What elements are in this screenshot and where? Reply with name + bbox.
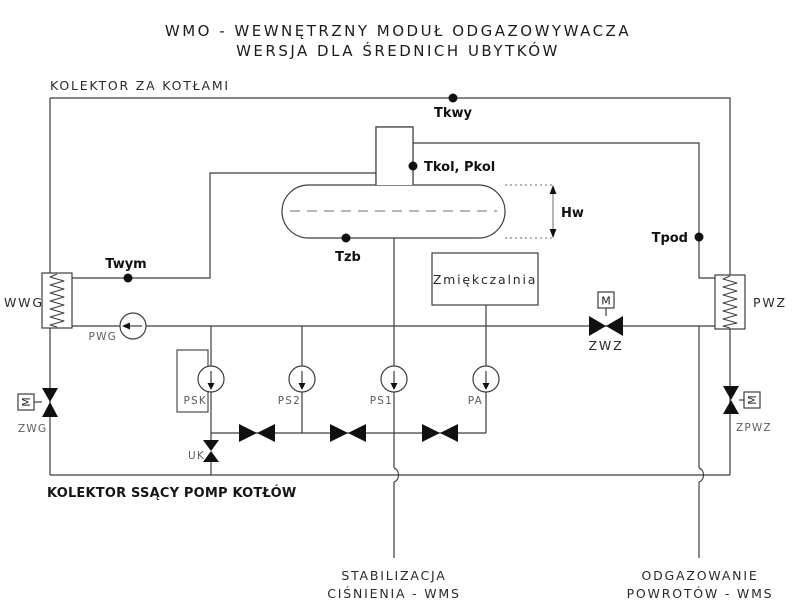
riser-outline [375,126,414,185]
zpwz-label: ZPWZ [736,422,772,434]
tkwy-label: Tkwy [434,106,473,121]
softener-unit: Zmiękczalnia [431,252,539,306]
zwg-valve-icon-lower [42,402,58,417]
psk-flow-arrow-icon [207,383,215,390]
row-valve-2-icon [330,424,348,442]
suction-collector-label: KOLEKTOR SSĄCY POMP KOTŁÓW [47,485,296,501]
wwg-heat-exchanger: WWG [4,272,73,329]
pwz-heat-exchanger: PWZ [714,274,787,330]
tkol-pkol-sensor-dot-icon [408,161,418,171]
pump-row-valves [239,424,458,442]
row-valve-1-icon [239,424,257,442]
zpwz-motor-box [743,391,761,409]
tpod-sensor-dot-icon [694,232,704,242]
zpwz-valve-icon-lower [723,400,739,414]
top-collector-pipe [50,97,731,275]
pa-flow-arrow-icon [482,383,490,390]
zwz-label: ZWZ [589,338,624,353]
ps1-pump: PS1 [370,365,408,407]
zwz-valve-icon [589,316,606,336]
ps2-label: PS2 [278,395,301,407]
ps1-label: PS1 [370,395,393,407]
row-valve-2-icon-b [348,424,366,442]
hw-label: Hw [561,206,584,221]
ps1-crossing-hop [393,467,400,483]
zwg-label: ZWG [18,423,47,435]
zwz-valve-icon-b [606,316,623,336]
hw-arrow-down-icon [549,229,557,238]
hw-arrow-up-icon [549,185,557,194]
stabilization-label-line1: STABILIZACJA [341,568,446,583]
pwz-body [714,274,746,330]
pa-pump: PA [468,365,500,407]
wwg-coil-icon [49,273,65,328]
measurement-points: Tkwy Tkol, Pkol Tzb Twym Tpod [105,93,704,283]
tzb-label: Tzb [335,250,361,265]
wwg-body [41,272,73,329]
pwg-pump: PWG [89,312,147,343]
row-valve-3-icon-b [440,424,458,442]
pwz-coil-icon [722,275,738,329]
pwg-label: PWG [89,331,117,343]
tzb-sensor-dot-icon [341,233,351,243]
twym-sensor-dot-icon [123,273,133,283]
zpwz-motor-valve: M ZPWZ [723,386,772,434]
degassing-label-line2: POWROTÓW - WMS [627,586,774,601]
uk-valve: UK [188,440,219,462]
zpwz-motor-label: M [746,395,759,405]
twym-label: Twym [105,257,146,272]
zpwz-valve-icon [723,386,739,400]
softener-body [431,252,539,306]
zwz-motor-box [597,291,615,309]
wwg-label: WWG [4,295,44,310]
pwg-flow-arrow-icon [122,322,130,330]
return-crossing-hop [698,467,705,483]
twym-pipe [72,172,376,279]
tkol-pkol-label: Tkol, Pkol [424,160,495,175]
softener-label: Zmiękczalnia [433,272,537,287]
zwg-motor-box [17,393,35,411]
uk-valve-icon [203,440,219,451]
zwg-motor-label: M [20,397,33,407]
stabilization-label-line2: CIŚNIENIA - WMS [327,586,460,601]
outlet-labels: STABILIZACJA CIŚNIENIA - WMS ODGAZOWANIE… [327,568,774,601]
tpod-label: Tpod [652,231,688,246]
psk-label: PSK [184,395,207,407]
diagram-title-line2: WERSJA DLA ŚREDNICH UBYTKÓW [236,41,560,60]
diagram-title-line1: WMO - WEWNĘTRZNY MODUŁ ODGAZOWYWACZA [165,22,631,40]
top-collector-label: KOLEKTOR ZA KOTŁAMI [50,78,230,93]
zwg-motor-valve: M ZWG [17,388,58,435]
riser-opening-mask [376,127,413,185]
degassing-label-line1: ODGAZOWANIE [641,568,758,583]
row-valve-1-icon-b [257,424,275,442]
riser-to-pwz-pipe [413,142,715,279]
zwg-valve-icon [42,388,58,402]
ps2-flow-arrow-icon [298,383,306,390]
pa-label: PA [468,395,483,407]
psk-pump: PSK [184,365,225,407]
hw-extension-lines [505,184,553,239]
degasser-tank: Hw [281,126,584,239]
tkwy-sensor-dot-icon [448,93,458,103]
row-valve-3-icon [422,424,440,442]
ps2-pump: PS2 [278,365,316,407]
uk-label: UK [188,450,205,462]
uk-valve-icon-lower [203,451,219,462]
pwz-label: PWZ [753,295,787,310]
ps1-flow-arrow-icon [390,383,398,390]
zwz-motor-valve: M ZWZ [589,291,624,353]
zwz-motor-label: M [601,295,611,308]
